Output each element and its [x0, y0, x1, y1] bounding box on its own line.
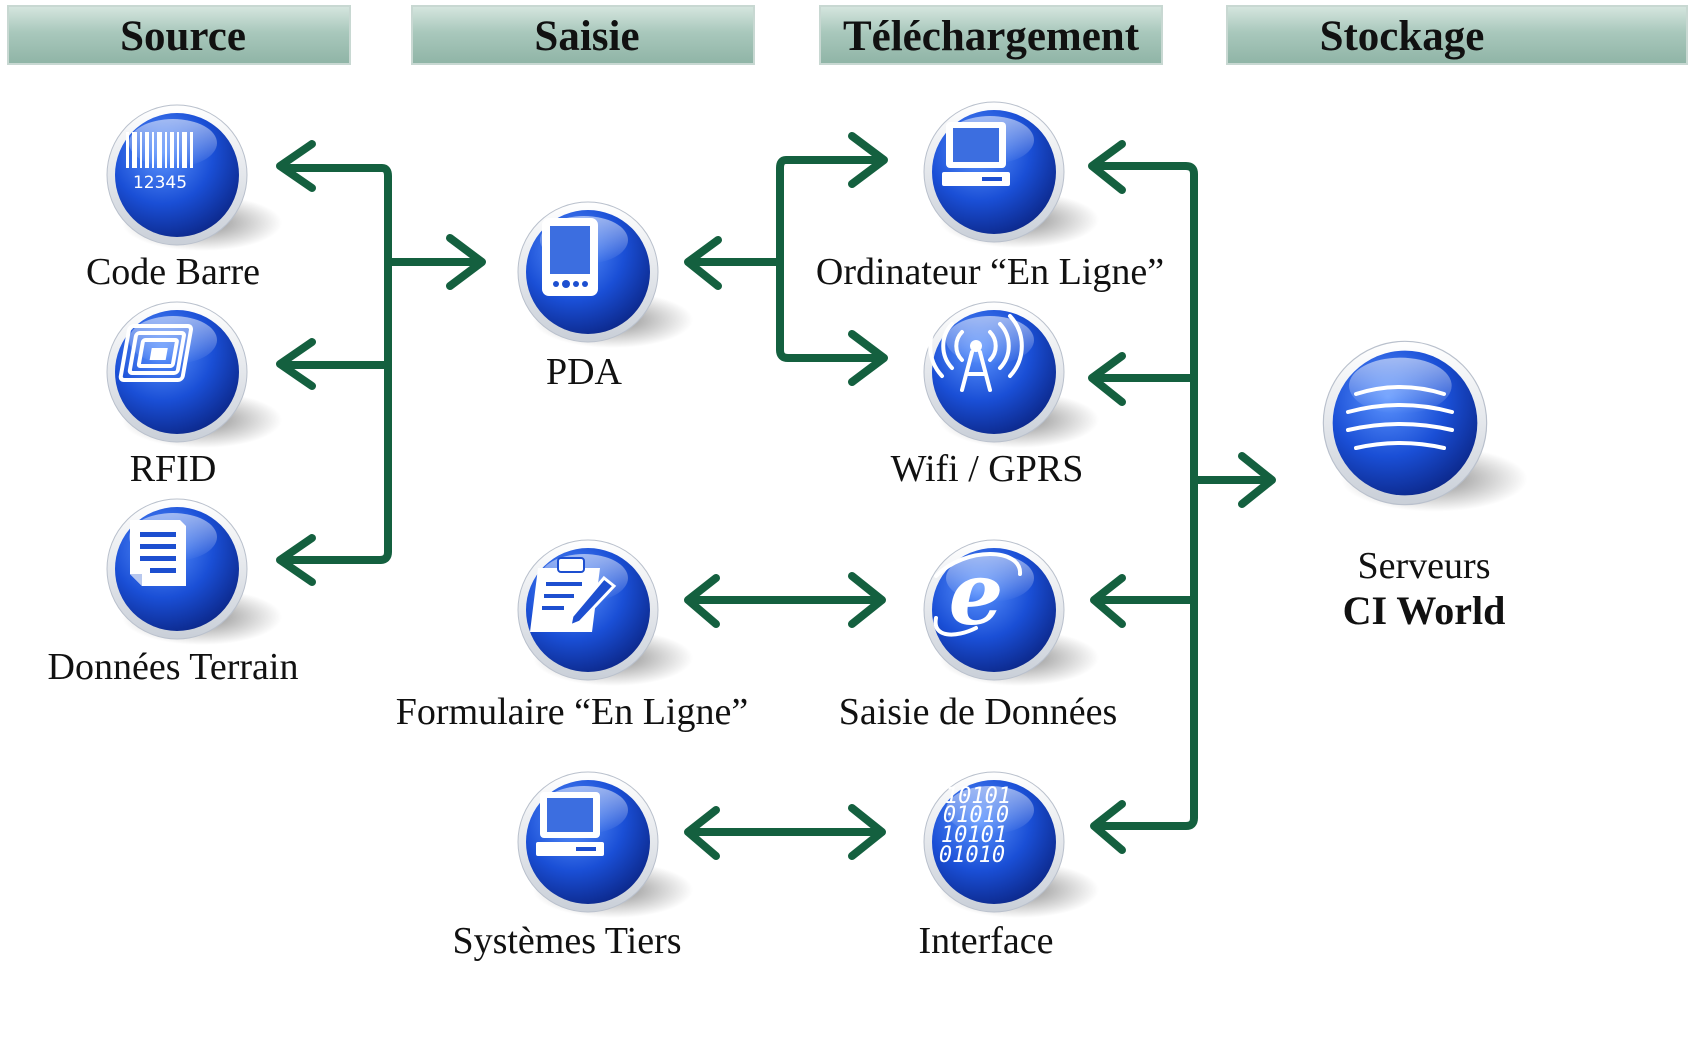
arrow-to-serveurs — [1190, 452, 1276, 508]
label-donnees-terrain: Données Terrain — [48, 646, 299, 688]
barcode-icon: 12345 — [106, 104, 283, 252]
document-icon — [106, 498, 283, 646]
header-saisie-label: Saisie — [534, 13, 639, 60]
arrow-to-wifi — [848, 330, 888, 386]
arrow-to-donnees-terrain — [276, 534, 316, 586]
label-rfid: RFID — [130, 448, 217, 490]
node-donnees-terrain: Données Terrain — [48, 498, 299, 688]
binary-line-4: 01010 — [939, 843, 1005, 868]
header-saisie: Saisie — [411, 5, 755, 65]
connectors — [276, 132, 1276, 860]
binary-line-1: 10101 — [945, 784, 1011, 809]
header-source: Source — [7, 5, 351, 65]
arrow-formulaire-saisie — [684, 572, 886, 628]
header-telechargement: Téléchargement — [819, 5, 1163, 65]
node-saisie-donnees: e Saisie de Données — [839, 539, 1118, 733]
barcode-digits: 12345 — [133, 173, 187, 193]
label-systemes-tiers: Systèmes Tiers — [452, 920, 681, 962]
node-ordinateur: Ordinateur “En Ligne” — [816, 101, 1164, 293]
arrow-to-interface-from-bus — [1090, 800, 1126, 854]
label-formulaire: Formulaire “En Ligne” — [396, 691, 748, 733]
binary-line-2: 01010 — [943, 803, 1009, 828]
binary-line-3: 10101 — [941, 823, 1007, 848]
computer-monitor-icon — [517, 771, 694, 919]
pda-icon — [517, 201, 694, 349]
node-systemes-tiers: Systèmes Tiers — [452, 771, 694, 962]
label-serveurs-line2: CI World — [1343, 588, 1506, 633]
rfid-chip-icon — [106, 301, 283, 449]
storage-bus-line — [1096, 162, 1198, 830]
header-source-label: Source — [120, 13, 246, 60]
computer-monitor-icon — [923, 101, 1100, 249]
node-serveurs: Serveurs CI World — [1322, 340, 1529, 633]
globe-server-icon — [1322, 340, 1529, 513]
node-interface: 10101 01010 10101 01010 Interface — [919, 771, 1100, 962]
label-code-barre: Code Barre — [86, 251, 260, 293]
header-stockage: Stockage — [1226, 5, 1688, 65]
arrow-to-rfid — [276, 338, 388, 390]
header-stockage-label: Stockage — [1320, 13, 1485, 60]
label-saisie-donnees: Saisie de Données — [839, 691, 1118, 733]
label-pda: PDA — [546, 351, 623, 393]
label-interface: Interface — [919, 920, 1054, 962]
arrow-from-pda — [684, 236, 784, 290]
header-telechargement-label: Téléchargement — [843, 13, 1140, 60]
arrow-to-saisie-from-bus — [1090, 574, 1196, 628]
node-rfid: RFID — [106, 301, 283, 490]
antenna-signal-icon — [923, 301, 1100, 449]
internet-explorer-icon: e — [923, 539, 1100, 687]
label-ordinateur: Ordinateur “En Ligne” — [816, 251, 1164, 293]
node-code-barre: 12345 Code Barre — [86, 104, 283, 293]
arrow-to-ordinateur — [848, 132, 888, 188]
arrow-to-code-barre — [276, 140, 316, 192]
node-wifi-gprs: Wifi / GPRS — [891, 301, 1100, 490]
arrow-to-ordinateur-from-bus — [1088, 140, 1126, 194]
source-bus-line — [286, 164, 392, 564]
pda-bus-line — [776, 156, 884, 362]
arrow-to-wifi-from-bus — [1088, 352, 1196, 406]
arrow-to-pda — [384, 234, 486, 290]
node-formulaire: Formulaire “En Ligne” — [396, 539, 748, 733]
label-wifi-gprs: Wifi / GPRS — [891, 448, 1084, 490]
arrow-tiers-interface — [684, 804, 886, 860]
node-pda: PDA — [517, 201, 694, 393]
label-serveurs-line1: Serveurs — [1358, 545, 1491, 587]
clipboard-pencil-icon — [517, 539, 694, 687]
binary-code-icon: 10101 01010 10101 01010 — [923, 771, 1100, 919]
